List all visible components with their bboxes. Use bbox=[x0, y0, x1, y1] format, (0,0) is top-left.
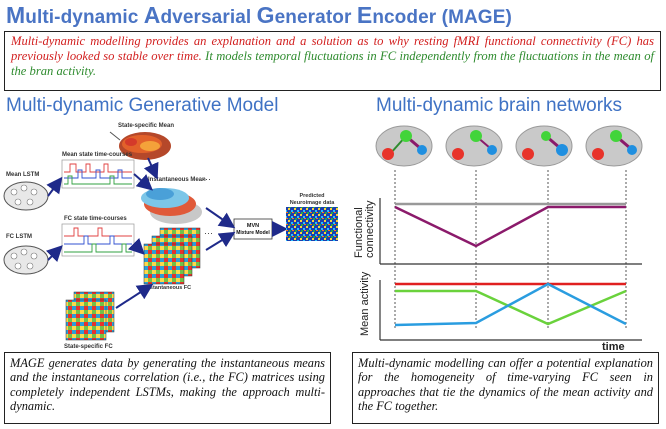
right-caption: Multi-dynamic modelling can offer a pote… bbox=[358, 356, 653, 413]
label-mean-lstm: Mean LSTM bbox=[6, 172, 39, 178]
label-fc-state-time-courses: FC state time-courses bbox=[64, 216, 127, 222]
page-title: Multi-dynamic Adversarial Generator Enco… bbox=[6, 2, 512, 28]
right-caption-box: Multi-dynamic modelling can offer a pote… bbox=[352, 352, 659, 424]
intro-box: Multi-dynamic modelling provides an expl… bbox=[4, 31, 661, 91]
label-instantaneous-mean: Instantaneous Mean bbox=[148, 177, 206, 183]
mean-green-line bbox=[395, 289, 627, 326]
state-specific-fc-matrices bbox=[65, 291, 115, 341]
svg-text:Neuroimage data: Neuroimage data bbox=[290, 200, 336, 206]
label-state-specific-fc: State-specific FC bbox=[64, 344, 113, 350]
label-fc-lstm: FC LSTM bbox=[6, 234, 32, 240]
intro-text: Multi-dynamic modelling provides an expl… bbox=[5, 32, 660, 81]
mean-axis-label: Mean activity bbox=[359, 271, 371, 336]
left-caption: MAGE generates data by generating the in… bbox=[10, 356, 325, 413]
svg-text:MVN: MVN bbox=[247, 223, 259, 229]
state-mean-brains bbox=[119, 132, 171, 160]
svg-text:Predicted: Predicted bbox=[299, 193, 324, 199]
generative-model-diagram: State-specific Mean Mean LSTM Mean state… bbox=[3, 123, 338, 350]
svg-text:···: ··· bbox=[202, 174, 211, 184]
fc-varying-line bbox=[394, 205, 626, 248]
intro-green-text: It models temporal fluctuations in FC in… bbox=[11, 49, 654, 78]
left-heading: Multi-dynamic Generative Model bbox=[6, 95, 279, 116]
instantaneous-mean-brains bbox=[141, 188, 202, 224]
label-state-specific-mean: State-specific Mean bbox=[118, 123, 174, 129]
fc-axis-label: Functional connectivity bbox=[353, 200, 376, 258]
time-label: time bbox=[602, 341, 625, 352]
brain-network-icons bbox=[375, 125, 643, 167]
mvn-mixture-model-box bbox=[233, 218, 273, 240]
label-instantaneous-fc: Instantaneous FC bbox=[145, 285, 191, 291]
instantaneous-fc-matrices bbox=[143, 227, 201, 285]
intro-red-text: Multi-dynamic modelling provides an expl… bbox=[11, 34, 654, 63]
right-heading: Multi-dynamic brain networks bbox=[376, 95, 623, 116]
mean-blue-line bbox=[394, 282, 627, 327]
left-caption-box: MAGE generates data by generating the in… bbox=[4, 352, 331, 424]
svg-text:···: ··· bbox=[204, 228, 213, 238]
predicted-neuroimage-data bbox=[286, 207, 338, 241]
brain-networks-diagram: Functional connectivity Mean activity ti… bbox=[353, 125, 643, 352]
svg-text:Mixture Model: Mixture Model bbox=[236, 230, 270, 236]
label-mean-state-time-courses: Mean state time-courses bbox=[62, 152, 133, 158]
